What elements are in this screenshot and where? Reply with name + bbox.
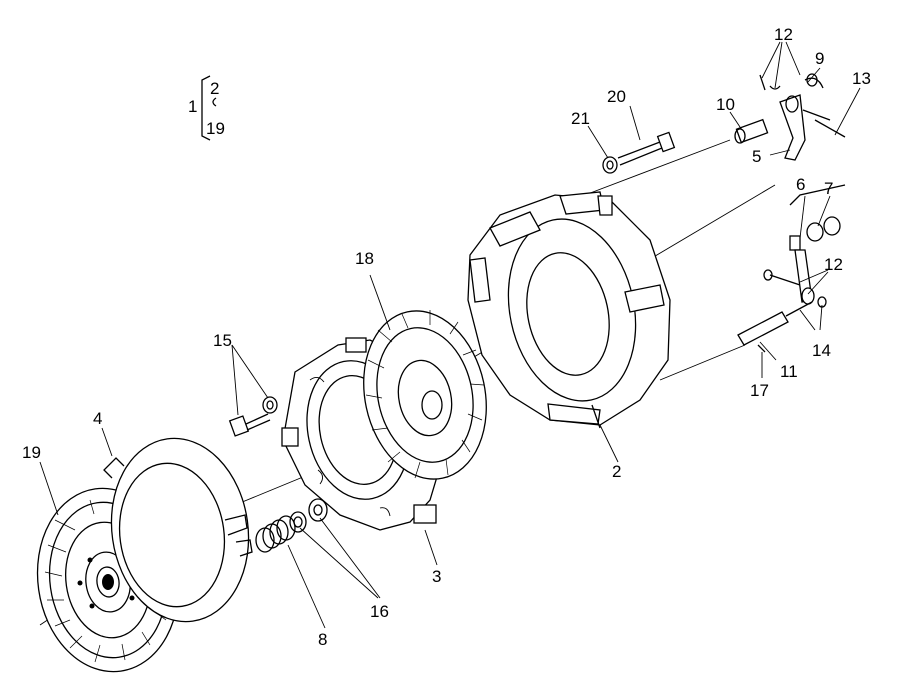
part-16-washers	[289, 498, 328, 533]
callout-13: 13	[852, 69, 871, 88]
leader-lines	[39, 41, 861, 629]
part-4-pressure-plate	[103, 437, 253, 623]
part-18-clutch-disc	[363, 310, 487, 480]
callout-5: 5	[752, 147, 761, 166]
callout-12-top: 12	[774, 25, 793, 44]
release-linkage-top	[734, 73, 846, 161]
part-20-bolt	[617, 131, 676, 166]
callout-1: 1	[188, 97, 197, 116]
part-21-washer	[602, 156, 618, 174]
release-linkage-middle	[737, 216, 841, 353]
callout-4: 4	[93, 409, 102, 428]
callout-6: 6	[796, 175, 805, 194]
callout-labels: 1 2 19 12 9 13 20 21 10 5 6 7 12 14 11 1…	[22, 25, 871, 649]
callout-10: 10	[716, 95, 735, 114]
callout-21: 21	[571, 109, 590, 128]
callout-20: 20	[607, 87, 626, 106]
callout-19: 19	[22, 443, 41, 462]
callout-8: 8	[318, 630, 327, 649]
callout-7: 7	[824, 179, 833, 198]
callout-17: 17	[750, 381, 769, 400]
callout-2-bracket: 2	[210, 79, 219, 98]
part-15-bolt	[228, 396, 278, 437]
callout-16: 16	[370, 602, 389, 621]
callout-9: 9	[815, 49, 824, 68]
part-2-clutch-housing	[467, 191, 671, 429]
callout-14: 14	[812, 341, 831, 360]
callout-19-bracket: 19	[206, 119, 225, 138]
group-6-bracket	[789, 184, 846, 206]
callout-18: 18	[355, 249, 374, 268]
group-1-bracket	[201, 75, 217, 141]
callout-11: 11	[780, 362, 798, 381]
callout-12-mid: 12	[824, 255, 843, 274]
callout-3: 3	[432, 567, 441, 586]
callout-15: 15	[213, 331, 232, 350]
part-8-spring	[255, 515, 296, 553]
callout-2: 2	[612, 462, 621, 481]
